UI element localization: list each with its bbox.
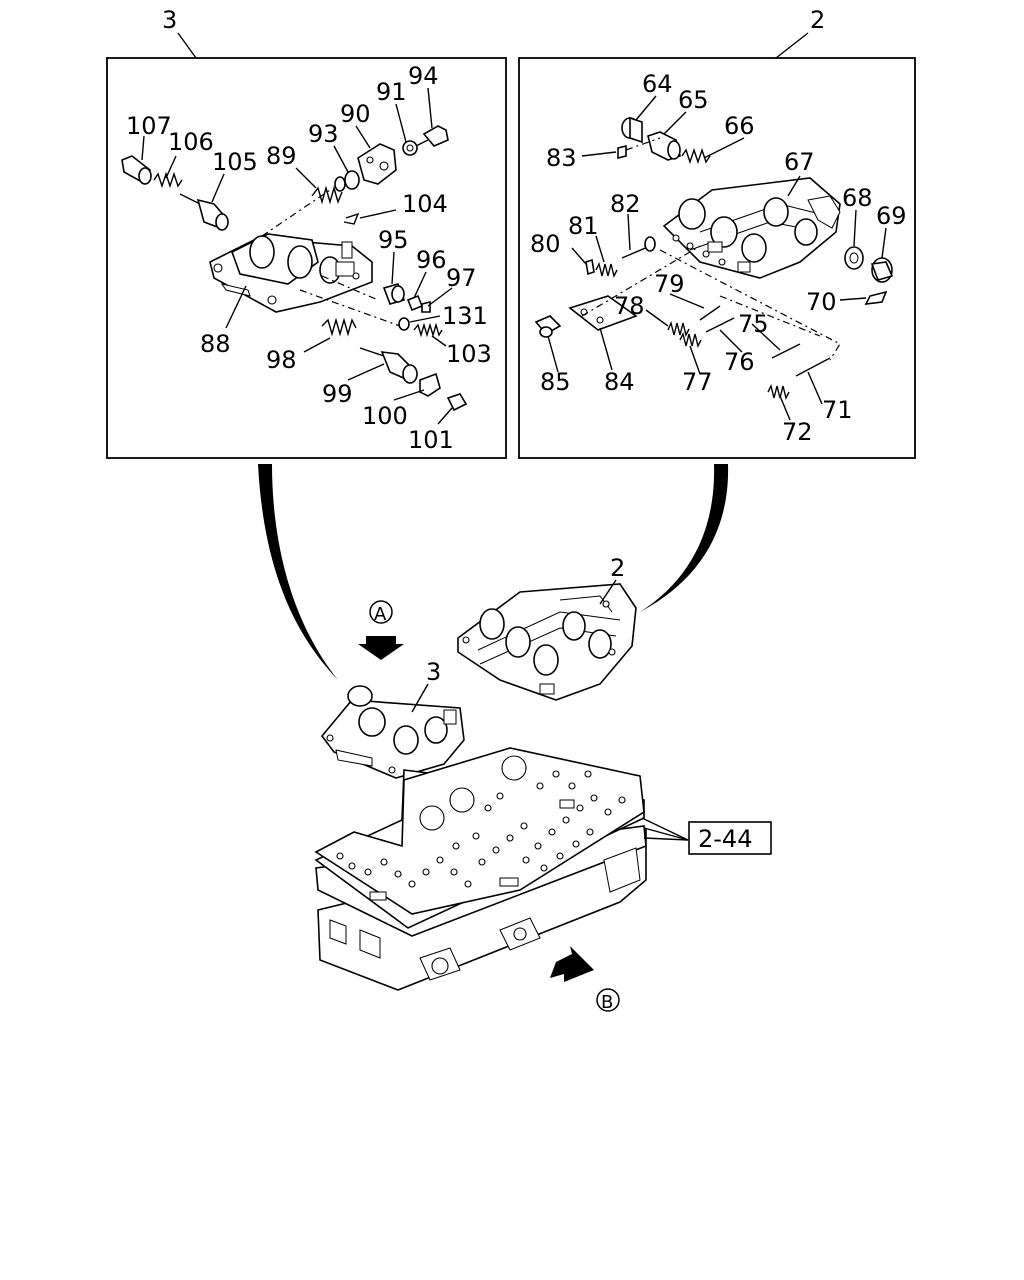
part-80-pin [585,258,595,276]
part-107-plug [121,155,152,185]
part-label-80: 80 [530,230,561,258]
part-label-101: 101 [408,426,454,454]
part-label-88: 88 [200,330,231,358]
view-b-marker: B [550,946,620,1013]
part-66-spring [681,147,711,165]
part-label-64: 64 [642,70,673,98]
left-exploded-panel: 107 106 105 89 93 90 91 94 104 95 96 97 … [106,57,507,459]
part-95-sleeve [382,283,406,305]
part-label-75: 75 [738,310,769,338]
part-69-plug [870,257,894,283]
assembly-3-assembled: 3 [320,658,465,779]
valve-housing-88 [209,233,373,313]
part-label-72: 72 [782,418,813,446]
part-94-bolt [415,125,449,147]
main-valve-body [314,747,689,991]
part-65-valve [647,131,681,161]
part-105-valve [179,193,229,231]
part-104-clip [343,212,360,225]
part-label-76: 76 [724,348,755,376]
part-64-plug [621,116,643,144]
part-label-83: 83 [546,144,577,172]
part-99-valve [359,347,418,384]
part-98-spring [321,317,357,337]
part-label-131: 131 [442,302,488,330]
part-131-ring [398,317,410,331]
part-81-spring [595,261,618,279]
callout-assembly-3-lower: 3 [426,658,441,686]
right-exploded-panel: 64 65 66 83 67 68 69 80 81 82 79 78 70 7… [518,57,916,459]
part-label-79: 79 [654,270,685,298]
part-103-spring [413,322,443,338]
callout-assembly-2-lower: 2 [610,554,625,582]
part-90-cover [357,143,397,185]
assembly-2-assembled: 2 [457,554,637,701]
part-82-valve [621,236,656,259]
part-label-B: B [601,992,613,1013]
view-a-marker: A [358,600,404,660]
part-label-A: A [374,604,387,625]
part-72-spring [767,383,790,401]
part-91-washer [402,140,418,156]
callout-assembly-2-top: 2 [775,6,825,59]
part-85-bolt [534,315,562,338]
part-70-key [864,290,888,305]
part-97-key [421,300,431,313]
part-label-2-44: 2-44 [698,825,752,853]
part-label-65: 65 [678,86,709,114]
part-label-93: 93 [308,120,339,148]
part-75-valve [771,343,801,359]
part-label-66: 66 [724,112,755,140]
part-label-107: 107 [126,112,172,140]
part-101-bolt [446,393,468,412]
part-77-spring [679,331,702,349]
part-label-81: 81 [568,212,599,240]
part-label-84: 84 [604,368,635,396]
part-68-sleeve [844,246,864,270]
part-label-100: 100 [362,402,408,430]
part-label-89: 89 [266,142,297,170]
part-label-90: 90 [340,100,371,128]
part-label-82: 82 [610,190,641,218]
part-label-85: 85 [540,368,571,396]
right-connection-arrow [640,464,729,612]
part-label-67: 67 [784,148,815,176]
part-label-103: 103 [446,340,492,368]
part-label-71: 71 [822,396,853,424]
part-78-spring [667,320,690,338]
part-label-78: 78 [614,292,645,320]
callout-assembly-3-top: 3 [162,6,197,59]
part-89-spring [311,176,346,205]
part-label-3: 3 [162,6,177,34]
part-71-valve [795,357,831,377]
part-label-68: 68 [842,184,873,212]
part-83-pin [617,144,627,160]
part-100-plate [419,372,441,397]
part-106-spring [153,171,183,189]
valve-housing-67 [662,177,841,279]
part-label-70: 70 [806,288,837,316]
part-label-95: 95 [378,226,409,254]
part-label-105: 105 [212,148,258,176]
part-label-97: 97 [446,264,477,292]
part-label-104: 104 [402,190,448,218]
part-93-ring [344,170,360,190]
part-label-106: 106 [168,128,214,156]
part-label-99: 99 [322,380,353,408]
part-label-77: 77 [682,368,713,396]
part-label-94: 94 [408,62,439,90]
part-label-98: 98 [266,346,297,374]
part-label-91: 91 [376,78,407,106]
part-79-valve [699,305,721,321]
part-label-96: 96 [416,246,447,274]
part-label-2: 2 [810,6,825,34]
part-76-valve [705,317,735,333]
part-label-69: 69 [876,202,907,230]
reference-2-44-box: 2-44 [688,821,772,855]
left-connection-arrow [258,464,338,680]
